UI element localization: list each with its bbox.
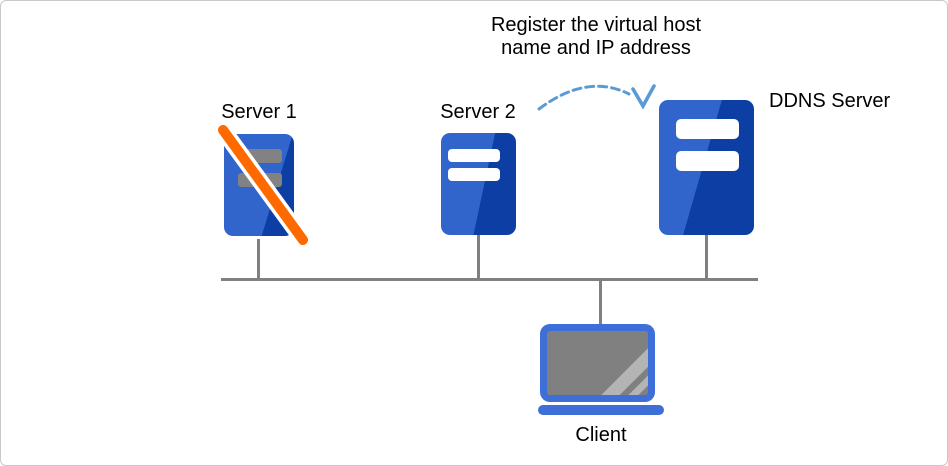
laptop-screen (547, 331, 648, 395)
register-arrow-icon (537, 84, 656, 111)
server-slot-bar (448, 149, 500, 162)
register-annotation-text: Register the virtual host name and IP ad… (490, 14, 702, 59)
ddns-server-icon (659, 100, 754, 235)
server1-drop-line (257, 239, 260, 280)
laptop-base (538, 405, 664, 415)
ddns-drop-line (705, 235, 708, 280)
server-slot-bar (676, 151, 739, 171)
client-label: Client (575, 424, 627, 446)
client-drop-line (599, 279, 602, 325)
server2-drop-line (477, 235, 480, 280)
server2-label: Server 2 (440, 101, 516, 123)
client-laptop-icon (540, 324, 655, 402)
network-bus-line (221, 278, 758, 281)
server1-label: Server 1 (221, 101, 297, 123)
server-slot-bar (448, 168, 500, 181)
server-slot-bar (676, 119, 739, 139)
ddns-server-label: DDNS Server (769, 90, 891, 112)
server2-icon (441, 133, 516, 235)
offline-slash-icon (214, 121, 312, 249)
